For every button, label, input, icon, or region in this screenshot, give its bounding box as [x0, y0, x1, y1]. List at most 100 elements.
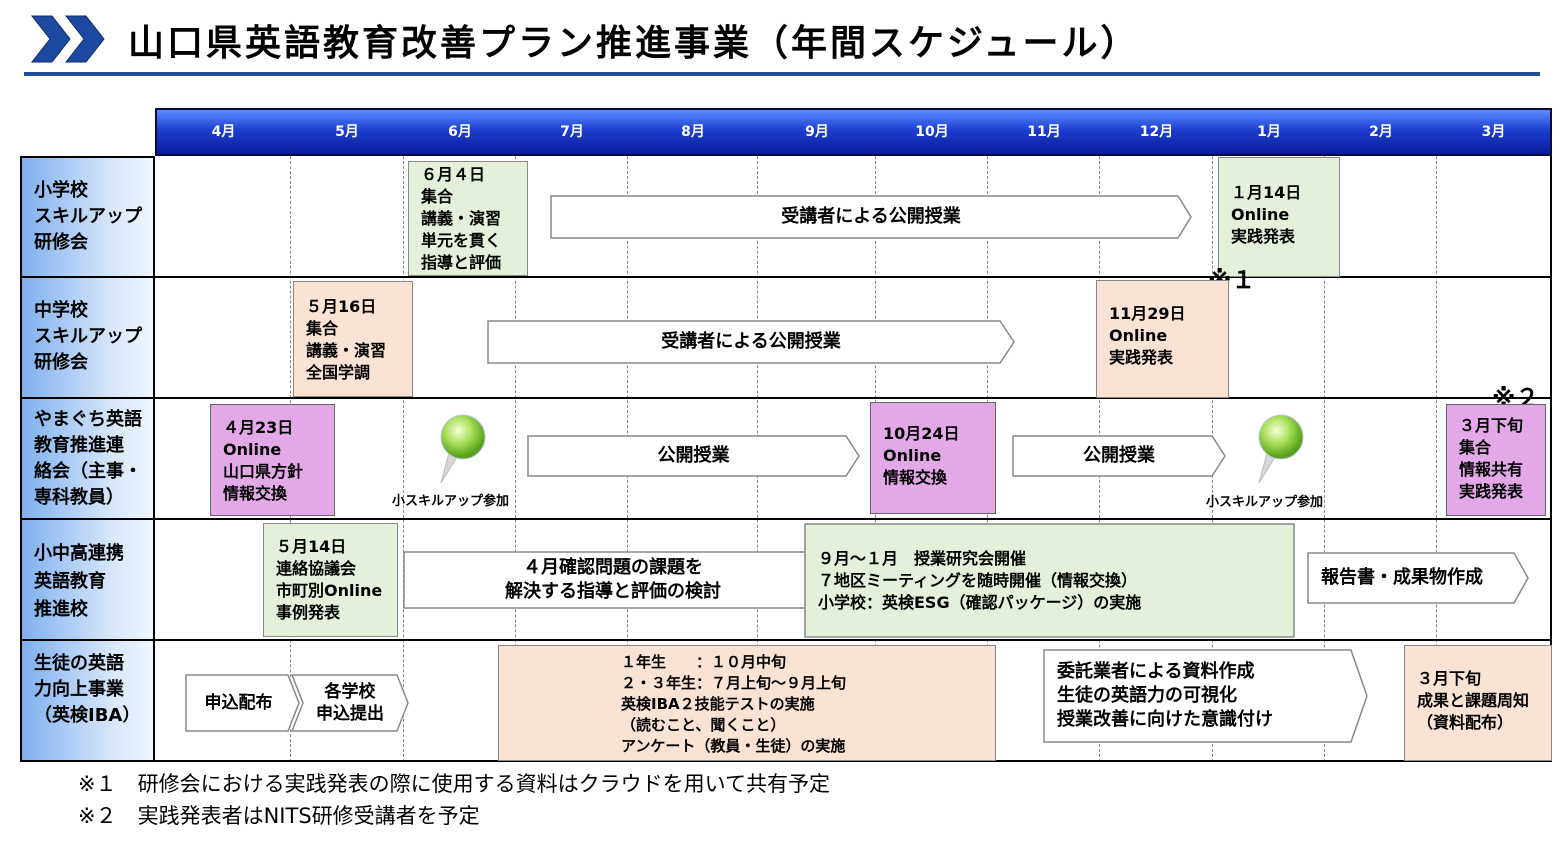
box-line: 成果と課題周知	[1417, 691, 1530, 710]
box-line: 講義・演習	[421, 209, 502, 228]
arrow-shape	[487, 320, 1015, 364]
arrow-public-lessons-elementary: 受講者による公開授業	[550, 195, 1192, 239]
event-box-jan-presentation: １月14日 Online 実践発表	[1218, 157, 1340, 277]
box-line: 連絡協議会	[276, 559, 357, 578]
box-line: ２・３年生：７月上旬～９月上旬	[621, 674, 847, 692]
box-line: １月14日	[1231, 183, 1302, 202]
arrow-label: 各学校申込提出	[291, 674, 409, 732]
row-label-line: 研修会	[34, 232, 88, 253]
box-line: 10月24日	[883, 424, 960, 443]
row-label-line: （英検IBA）	[34, 705, 141, 726]
arrow-label: 受講者による公開授業	[781, 206, 961, 227]
box-line: 情報共有	[1459, 460, 1524, 479]
row-label-line: 中学校	[34, 300, 88, 321]
arrow-label-line: 各学校	[324, 682, 376, 702]
row-label-line: 専科教員）	[34, 487, 124, 508]
month-dec: 12月	[1139, 124, 1174, 140]
box-line: 情報交換	[223, 484, 288, 503]
month-header: 4月 5月 6月 7月 8月 9月 10月 11月 12月 1月 2月 3月	[155, 108, 1552, 156]
row-body	[155, 278, 1552, 399]
month-divider	[1436, 156, 1437, 762]
row-header-yamaguchi-council: やまぐち英語 教育推進連 絡会（主事・ 専科教員）	[20, 399, 155, 520]
box-line: 全国学調	[306, 363, 371, 382]
box-line: 11月29日	[1109, 304, 1186, 323]
month-oct: 10月	[915, 124, 949, 140]
row-header-partner-schools: 小中高連携 英語教育 推進校	[20, 520, 155, 641]
row-label-line: やまぐち英語	[34, 409, 142, 430]
row-label-line: 絡会（主事・	[34, 461, 142, 482]
row-header-elementary: 小学校 スキルアップ 研修会	[20, 156, 155, 278]
box-line: １年生 ：１０月中旬	[621, 653, 787, 671]
box-line: Online	[223, 440, 282, 459]
row-label-line: 教育推進連	[34, 435, 124, 456]
row-label-line: 小学校	[34, 180, 88, 201]
event-box-nov-presentation: 11月29日 Online 実践発表	[1096, 280, 1229, 398]
box-line: 実践発表	[1459, 482, 1524, 501]
box-line: 実践発表	[1231, 227, 1296, 246]
pin-marker-icon	[1258, 414, 1304, 484]
row-label-line: 力向上事業	[34, 679, 124, 700]
box-line: ５月16日	[306, 297, 377, 316]
box-line: 指導と評価	[421, 253, 502, 272]
arrow-report: 報告書・成果物作成	[1307, 552, 1529, 604]
arrow-label: 申込配布	[204, 693, 273, 713]
box-line: 集合	[306, 319, 339, 338]
arrow-shape	[185, 674, 300, 732]
row-label-line: 生徒の英語	[34, 653, 124, 674]
box-line: Online	[1231, 205, 1290, 224]
arrow-shape	[527, 435, 860, 477]
box-line: 事例発表	[276, 603, 341, 622]
box-line: （読むこと、聞くこと）	[621, 716, 786, 734]
arrow-label-line: 申込提出	[316, 704, 384, 724]
arrow-public-lessons-council-1: 公開授業	[527, 435, 860, 477]
month-jul: 7月	[560, 124, 584, 140]
row-body	[155, 156, 1552, 278]
box-line: ５月14日	[276, 537, 347, 556]
arrow-label-line: ９月～１月 授業研究会開催	[818, 548, 1027, 568]
month-mar: 3月	[1481, 124, 1506, 140]
box-line: ４月23日	[223, 418, 294, 437]
row-label-line: 推進校	[34, 599, 88, 620]
box-line: 実践発表	[1109, 348, 1174, 367]
pin-label: 小スキルアップ参加	[392, 494, 510, 509]
month-jan: 1月	[1257, 124, 1281, 140]
title-underline	[24, 72, 1540, 76]
arrow-label-line: 委託業者による資料作成	[1057, 661, 1255, 682]
box-line: 集合	[421, 187, 454, 206]
arrow-label-line: ４月確認問題の課題を	[523, 557, 703, 578]
event-box-may-training: ５月16日 集合 講義・演習 全国学調	[293, 281, 413, 397]
row-header-junior-high: 中学校 スキルアップ 研修会	[20, 278, 155, 399]
box-line: （資料配布）	[1417, 713, 1514, 732]
event-box-mar-results: ３月下旬 成果と課題周知 （資料配布）	[1404, 645, 1552, 761]
row-label-line: 研修会	[34, 352, 88, 373]
arrow-label: 公開授業	[1083, 445, 1155, 466]
box-line: Online	[883, 446, 942, 465]
event-box-may-liaison: ５月14日 連絡協議会 市町別Online 事例発表	[263, 523, 398, 637]
row-body	[155, 399, 1552, 520]
title-area: 山口県英語教育改善プラン推進事業（年間スケジュール）	[0, 0, 1561, 80]
box-line: 集合	[1459, 438, 1492, 457]
month-divider	[403, 156, 404, 762]
box-line: ３月下旬	[1417, 669, 1482, 688]
box-line: 単元を貫く	[421, 231, 502, 250]
month-feb: 2月	[1369, 124, 1393, 140]
arrow-shape	[1012, 435, 1226, 477]
event-box-oct-council: 10月24日 Online 情報交換	[870, 402, 996, 514]
event-box-iba-test: １年生 ：１０月中旬 ２・３年生：７月上旬～９月上旬 英検IBA２技能テストの実…	[498, 645, 996, 761]
page-title: 山口県英語教育改善プラン推進事業（年間スケジュール）	[128, 23, 1140, 64]
box-line: 情報交換	[883, 468, 948, 487]
box-line: Online	[1109, 326, 1168, 345]
box-line: 講義・演習	[306, 341, 387, 360]
month-nov: 11月	[1027, 124, 1061, 140]
box-line: 市町別Online	[276, 581, 383, 600]
arrow-shape	[550, 195, 1192, 239]
arrow-guidance-review: ４月確認問題の課題を解決する指導と評価の検討	[403, 551, 823, 609]
month-divider	[1324, 156, 1325, 762]
box-line: ６月４日	[421, 165, 486, 184]
row-label-line: スキルアップ	[34, 326, 142, 347]
arrow-label: 報告書・成果物作成	[1321, 567, 1483, 588]
arrow-label-line: 授業改善に向けた意識付け	[1057, 709, 1273, 730]
box-line: ３月下旬	[1459, 416, 1524, 435]
row-header-iba: 生徒の英語 力向上事業 （英検IBA）	[20, 641, 155, 762]
